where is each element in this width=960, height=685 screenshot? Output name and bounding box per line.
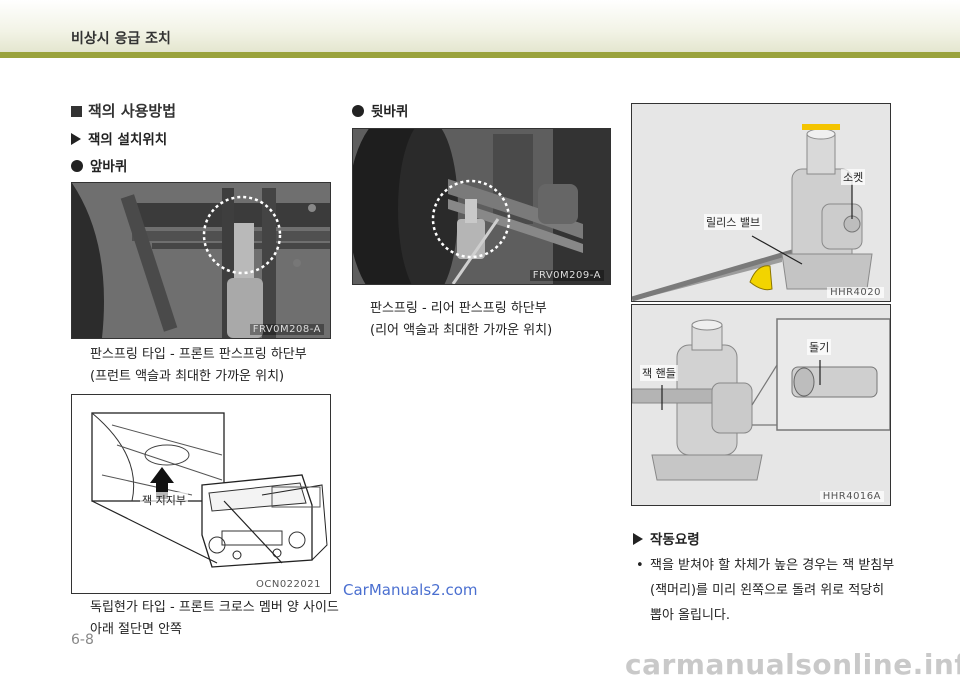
caption-line: (프런트 액슬과 최대한 가까운 위치) bbox=[90, 369, 285, 384]
figure-caption: 판스프링 타입 - 프론트 판스프링 하단부 (프런트 액슬과 최대한 가까운 … bbox=[90, 344, 307, 388]
subheading-front-wheel: 앞바퀴 bbox=[71, 155, 127, 175]
caption-line: 판스프링 - 리어 판스프링 하단부 bbox=[370, 301, 547, 316]
jack-support-label: 잭 지지부 bbox=[140, 492, 188, 508]
subheading-text: 작동요령 bbox=[650, 532, 700, 548]
header-title: 비상시 응급 조치 bbox=[71, 31, 171, 47]
subheading-operation: 작동요령 bbox=[633, 528, 700, 548]
figure-code: FRV0M209-A bbox=[529, 270, 604, 281]
caption-line: 아래 절단면 안쪽 bbox=[90, 622, 182, 637]
figure-code: FRV0M208-A bbox=[249, 324, 324, 335]
figure-caption: 판스프링 - 리어 판스프링 하단부 (리어 액슬과 최대한 가까운 위치) bbox=[370, 298, 552, 342]
circle-bullet-icon bbox=[352, 105, 364, 117]
header-rule bbox=[0, 52, 960, 58]
page-header: 비상시 응급 조치 bbox=[0, 0, 960, 58]
figure-jack-handle: 잭 핸들 돌기 HHR4016A bbox=[631, 304, 891, 506]
groove-label: 돌기 bbox=[807, 339, 832, 355]
front-leaf-spring-illustration bbox=[72, 183, 330, 338]
figure-front-leaf-spring: FRV0M208-A bbox=[71, 182, 331, 339]
header-band bbox=[0, 0, 960, 52]
page-number: 6-8 bbox=[71, 632, 94, 648]
subheading-text: 뒷바퀴 bbox=[371, 104, 409, 120]
release-valve-label: 릴리스 밸브 bbox=[704, 214, 763, 230]
figure-rear-leaf-spring: FRV0M209-A bbox=[352, 128, 611, 285]
caption-line: (리어 액슬과 최대한 가까운 위치) bbox=[370, 323, 553, 338]
triangle-bullet-icon bbox=[71, 133, 81, 145]
caption-line: 독립현가 타입 - 프론트 크로스 멤버 양 사이드 bbox=[90, 600, 339, 615]
square-bullet-icon bbox=[71, 106, 82, 117]
section-title: 잭의 사용방법 bbox=[71, 100, 176, 121]
caption-line: 판스프링 타입 - 프론트 판스프링 하단부 bbox=[90, 347, 307, 362]
bottle-jack-handle-illustration bbox=[632, 305, 890, 505]
subheading-jack-position: 잭의 설치위치 bbox=[71, 128, 167, 148]
bus-jack-point-illustration bbox=[91, 412, 328, 568]
figure-code: OCN022021 bbox=[252, 579, 324, 590]
figure-independent-suspension: 잭 지지부 OCN022021 bbox=[71, 394, 331, 594]
triangle-bullet-icon bbox=[633, 533, 643, 545]
figure-caption: 독립현가 타입 - 프론트 크로스 멤버 양 사이드 아래 절단면 안쪽 bbox=[90, 597, 339, 641]
circle-bullet-icon bbox=[71, 160, 83, 172]
bullet-icon: • bbox=[636, 558, 644, 573]
watermark-link[interactable]: CarManuals2.com bbox=[343, 581, 478, 599]
operation-bullet: • 잭을 받쳐야 할 차체가 높은 경우는 잭 받침부(잭머리)를 미리 왼쪽으… bbox=[636, 553, 895, 628]
figure-jack-release-valve: 소켓 릴리스 밸브 HHR4020 bbox=[631, 103, 891, 302]
subheading-text: 잭의 설치위치 bbox=[88, 132, 168, 148]
rear-leaf-spring-illustration bbox=[353, 129, 610, 284]
section-title-text: 잭의 사용방법 bbox=[88, 102, 177, 120]
jack-handle-label: 잭 핸들 bbox=[640, 365, 678, 381]
watermark-text: carmanualsonline.info bbox=[625, 648, 960, 681]
subheading-rear-wheel: 뒷바퀴 bbox=[352, 100, 408, 120]
socket-label: 소켓 bbox=[841, 169, 866, 185]
operation-text: 잭을 받쳐야 할 차체가 높은 경우는 잭 받침부(잭머리)를 미리 왼쪽으로 … bbox=[650, 558, 895, 623]
figure-code: HHR4016A bbox=[819, 491, 884, 502]
subheading-text: 앞바퀴 bbox=[90, 159, 128, 175]
bottle-jack-valve-illustration bbox=[632, 104, 890, 301]
figure-code: HHR4020 bbox=[827, 287, 884, 298]
